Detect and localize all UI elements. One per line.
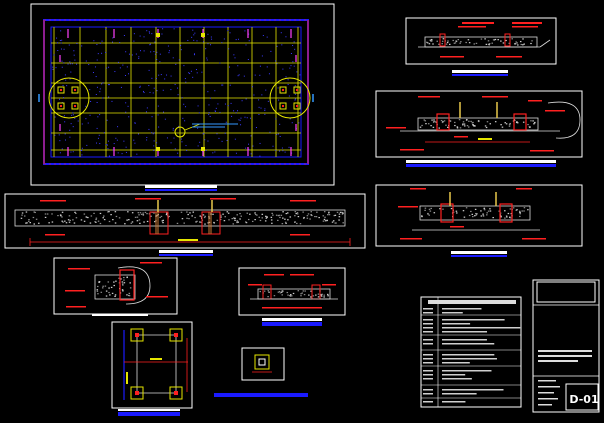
long-section	[4, 193, 366, 249]
footing-plan-title-strip	[118, 409, 180, 416]
small-left-detail-title-strip	[92, 314, 148, 316]
notes-text-lines	[423, 308, 521, 403]
floor-plan-side-ticks	[38, 94, 314, 102]
floor-plan	[30, 3, 335, 186]
floor-plan-section-markers	[59, 29, 297, 156]
lower-right-detail	[375, 184, 583, 247]
sheet-number-label: D-01	[569, 393, 599, 406]
floor-plan-inner-wall	[50, 26, 302, 158]
concrete-hatch	[259, 290, 329, 298]
top-right-detail	[405, 17, 557, 65]
concrete-hatch	[426, 38, 533, 46]
concrete-hatch	[419, 119, 536, 129]
right-end-circle	[269, 77, 311, 119]
middle-right-detail	[375, 90, 583, 158]
center-circle-callout	[174, 123, 238, 138]
title-block	[532, 279, 600, 413]
left-end-circle	[48, 77, 90, 119]
floor-plan-title-strip	[145, 185, 217, 191]
long-section-title-strip	[159, 250, 213, 256]
column-detail-title-strip	[214, 393, 308, 397]
notes-table	[420, 296, 522, 408]
small-left-detail	[53, 257, 178, 315]
middle-right-detail-title-strip	[406, 160, 556, 167]
footing-plan	[111, 321, 193, 409]
small-center-detail-title-strip	[262, 318, 322, 326]
column-detail	[241, 347, 285, 381]
floor-plan-point-pattern	[52, 28, 301, 157]
lower-right-detail-title-strip	[451, 251, 507, 257]
floor-plan-grid	[51, 27, 301, 157]
concrete-hatch	[20, 211, 344, 225]
top-right-detail-title-strip	[452, 70, 508, 76]
small-center-detail	[238, 267, 346, 316]
floor-plan-red-marks	[43, 19, 309, 165]
